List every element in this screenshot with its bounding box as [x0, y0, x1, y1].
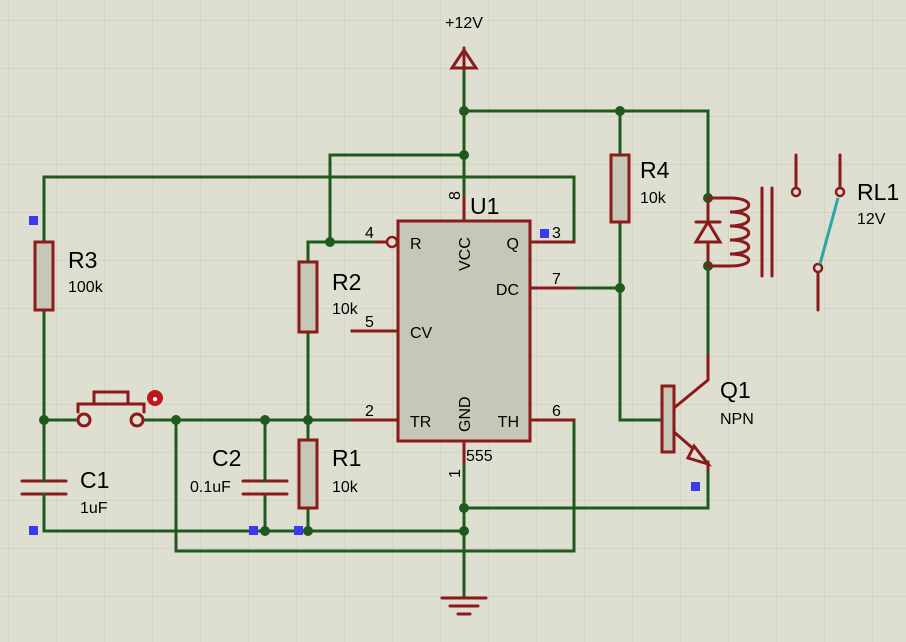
r3-ref: R3: [68, 247, 97, 273]
probe-marker[interactable]: [29, 526, 38, 535]
u1-part: 555: [466, 448, 493, 465]
power-label: +12V: [445, 15, 483, 32]
relay-rl1[interactable]: RL1 12V: [693, 153, 899, 312]
c2-value: 0.1uF: [190, 479, 231, 496]
pin-cv-name: CV: [410, 325, 433, 342]
push-button[interactable]: ●: [76, 390, 163, 428]
pin-dc-name: DC: [496, 282, 519, 299]
rl1-ref: RL1: [857, 179, 899, 205]
resistor-r1[interactable]: R1 10k: [297, 438, 361, 510]
reset-inverter-icon: [385, 235, 399, 249]
probe-marker[interactable]: [249, 526, 258, 535]
probe-marker[interactable]: [29, 216, 38, 225]
c1-value: 1uF: [80, 500, 108, 517]
u1-ref: U1: [470, 193, 499, 219]
r2-value: 10k: [332, 301, 359, 318]
q1-ref: Q1: [720, 377, 751, 403]
probe-markers: [29, 216, 700, 535]
probe-marker[interactable]: [540, 229, 549, 238]
r3-value: 100k: [68, 279, 104, 296]
probe-marker[interactable]: [691, 482, 700, 491]
q1-value: NPN: [720, 411, 754, 428]
pin-gnd-num: 1: [447, 469, 464, 478]
r4-ref: R4: [640, 157, 670, 183]
pin-vcc-num: 8: [447, 191, 464, 200]
pin-tr-name: TR: [410, 414, 431, 431]
capacitor-c2[interactable]: C2 0.1uF: [190, 445, 289, 496]
pin-th-name: TH: [498, 414, 519, 431]
r1-value: 10k: [332, 479, 359, 496]
c1-ref: C1: [80, 467, 109, 493]
pin-th-num: 6: [552, 403, 561, 420]
pin-reset-name: R: [410, 236, 422, 253]
emitter-arrow-icon: [685, 443, 713, 467]
pin-q-name: Q: [507, 236, 519, 253]
ic-u1-555[interactable]: U1 555 R CV TR Q DC TH VCC GND 4 5 2 3 7…: [350, 191, 576, 478]
pin-vcc-name: VCC: [457, 237, 474, 271]
pin-gnd-name: GND: [457, 396, 474, 432]
r1-ref: R1: [332, 445, 361, 471]
r4-value: 10k: [640, 190, 667, 207]
resistor-r3[interactable]: R3 100k: [33, 240, 104, 312]
pin-reset-num: 4: [365, 225, 374, 242]
relay-switch-arm-icon: [818, 197, 840, 265]
power-terminal[interactable]: +12V: [445, 15, 483, 70]
resistor-r2[interactable]: R2 10k: [297, 260, 361, 334]
transistor-q1[interactable]: Q1 NPN: [660, 353, 754, 472]
r2-ref: R2: [332, 269, 361, 295]
button-actuator-glyph: ●: [152, 394, 158, 405]
pin-tr-num: 2: [365, 403, 374, 420]
pin-cv-num: 5: [365, 314, 374, 331]
pin-q-num: 3: [552, 225, 561, 242]
rl1-value: 12V: [857, 211, 886, 228]
ground-symbol[interactable]: [440, 596, 488, 616]
c2-ref: C2: [212, 445, 241, 471]
wires: [42, 66, 710, 600]
button-actuator-icon[interactable]: [147, 390, 163, 406]
probe-marker[interactable]: [294, 526, 303, 535]
resistor-r4[interactable]: R4 10k: [609, 153, 670, 224]
capacitor-c1[interactable]: C1 1uF: [20, 467, 109, 517]
pin-dc-num: 7: [552, 271, 561, 288]
